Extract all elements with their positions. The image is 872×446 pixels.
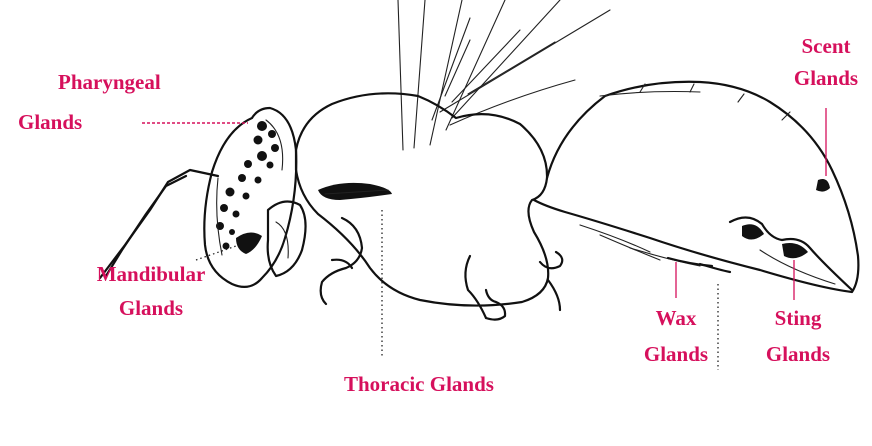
pharyngeal-label-line2: Glands <box>18 110 82 134</box>
mandibular-label-line1: Mandibular <box>76 262 226 286</box>
mandibular-label: Mandibular Glands <box>76 262 226 320</box>
thoracic-label: Thoracic Glands <box>344 372 494 396</box>
wax-label-line2: Glands <box>634 342 718 366</box>
scent-label-line2: Glands <box>786 66 866 90</box>
pharyngeal-label-glands: Glands <box>18 110 82 134</box>
scent-label-line1: Scent <box>786 34 866 58</box>
scent-label: Scent Glands <box>786 34 866 90</box>
wax-label: Wax Glands <box>634 306 718 366</box>
abdomen <box>534 82 858 292</box>
mandibular-leader <box>196 246 236 260</box>
mandibular-label-line2: Glands <box>76 296 226 320</box>
sting-label-line1: Sting <box>752 306 844 330</box>
wings <box>398 0 610 150</box>
sting-label: Sting Glands <box>752 306 844 366</box>
thoracic-label-text: Thoracic Glands <box>344 372 494 396</box>
wax-label-line1: Wax <box>634 306 718 330</box>
pharyngeal-label-line1: Pharyngeal <box>58 70 161 94</box>
head <box>204 108 305 287</box>
pharyngeal-label: Pharyngeal <box>58 70 161 94</box>
sting-label-line2: Glands <box>752 342 844 366</box>
